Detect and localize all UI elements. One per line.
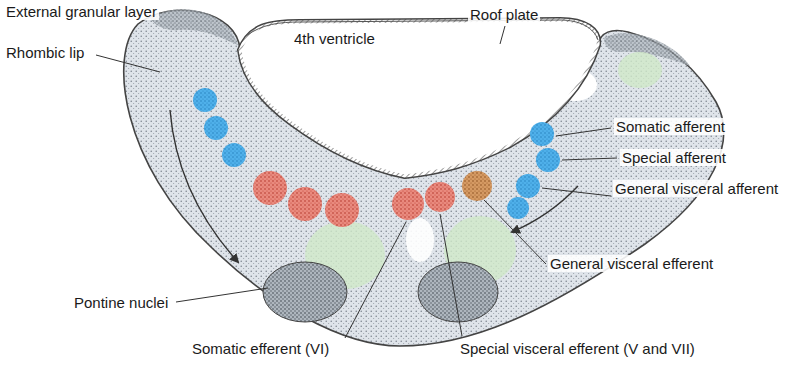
structure-label: General visceral efferent xyxy=(548,255,715,272)
leader-lines xyxy=(96,26,617,338)
green-patch xyxy=(618,52,662,88)
general-visceral-efferent-nucleus xyxy=(462,171,492,201)
migration-arrow xyxy=(512,186,578,232)
general-visceral-afferent-nucleus xyxy=(507,197,529,219)
structure-label: Somatic efferent (VI) xyxy=(190,340,331,357)
leader-line xyxy=(345,222,406,338)
afferent-nucleus xyxy=(222,143,246,167)
ventricle-lining xyxy=(240,20,598,176)
external-granular-layer xyxy=(150,9,238,45)
general-visceral-afferent-nucleus xyxy=(516,174,540,198)
somatic-efferent-nucleus xyxy=(392,188,424,220)
migration-arrow xyxy=(170,110,238,262)
afferent-nucleus xyxy=(193,88,217,112)
structure-label: External granular layer xyxy=(4,3,159,20)
efferent-nucleus xyxy=(325,193,359,227)
structure-label: General visceral afferent xyxy=(613,180,797,197)
somatic-afferent-nucleus xyxy=(530,122,554,146)
structure-label: Rhombic lip xyxy=(4,44,86,61)
leader-line xyxy=(562,158,617,160)
special-visceral-efferent-nucleus xyxy=(425,182,455,212)
structure-label: Somatic afferent xyxy=(614,118,727,135)
structure-label: Pontine nuclei xyxy=(72,294,170,311)
leader-line xyxy=(176,288,268,302)
leader-line xyxy=(96,55,160,72)
efferent-nucleus xyxy=(288,187,322,221)
structure-label: Special visceral efferent (V and VII) xyxy=(458,340,697,357)
efferent-nucleus xyxy=(253,171,287,205)
fourth-ventricle xyxy=(240,20,598,176)
leader-line xyxy=(440,214,462,336)
special-afferent-nucleus xyxy=(536,148,560,172)
leader-line xyxy=(484,200,546,264)
afferent-nucleus xyxy=(204,116,228,140)
pons-body xyxy=(124,10,724,346)
structure-label: Roof plate xyxy=(468,6,540,23)
leader-line xyxy=(500,26,505,44)
pontine-nucleus xyxy=(263,262,347,322)
structure-label: 4th ventricle xyxy=(292,30,377,47)
structure-label: Special afferent xyxy=(620,149,728,166)
leader-line xyxy=(556,128,611,136)
leader-line xyxy=(542,188,611,196)
white-patch xyxy=(406,218,434,262)
